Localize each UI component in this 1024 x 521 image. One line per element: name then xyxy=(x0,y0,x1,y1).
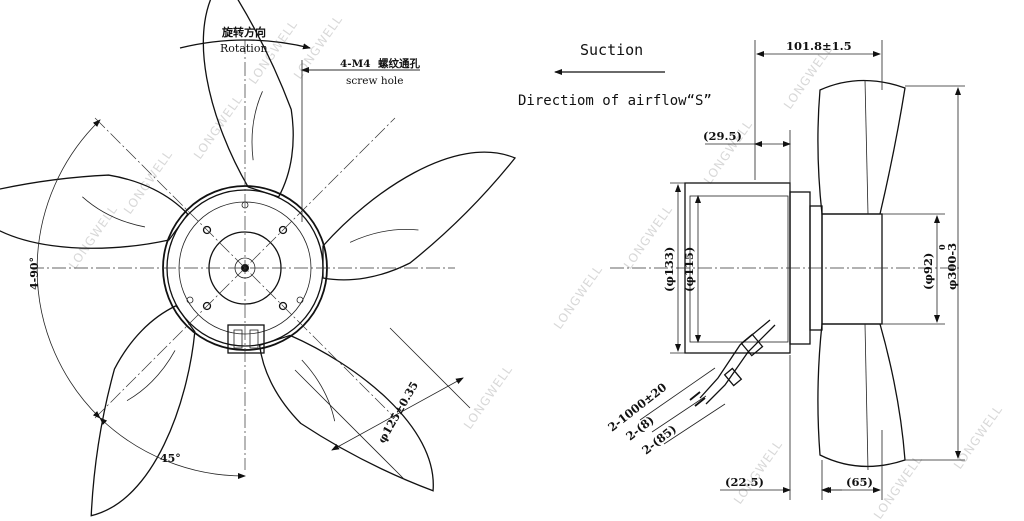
side-view: Suction Directiom of airflow“S” 101.8±1.… xyxy=(518,39,965,500)
suction-label: Suction xyxy=(580,41,643,59)
screw-hole-icon xyxy=(278,301,288,311)
rotation-en-label: Rotation xyxy=(220,42,268,55)
angle-4x90-label: 4-90° xyxy=(28,257,41,290)
cable xyxy=(699,319,771,399)
blade-bottom xyxy=(817,323,906,468)
dim-phi115-label: (φ115) xyxy=(682,247,696,292)
dim-phi133-label: (φ133) xyxy=(662,247,676,292)
watermark: LONGWELL xyxy=(121,147,175,216)
diameter-125-label: φ125±0.35 xyxy=(375,379,421,445)
watermark: LONGWELL xyxy=(551,262,605,331)
watermark: LONGWELL xyxy=(291,12,345,81)
screw-hole-icon xyxy=(202,225,212,235)
screw-hole-icon xyxy=(202,301,212,311)
dim-65-label: (65) xyxy=(846,475,873,489)
dim-29-5-label: (29.5) xyxy=(703,129,742,143)
watermark: LONGWELL xyxy=(66,202,120,271)
watermark-group: LONGWELL LONGWELL LONGWELL LONGWELL LONG… xyxy=(66,12,1005,521)
screw-cn-label: 螺纹通孔 xyxy=(378,57,420,70)
dim-101-8-label: 101.8±1.5 xyxy=(786,39,852,53)
watermark: LONGWELL xyxy=(731,437,785,506)
screw-hole-icon xyxy=(278,225,288,235)
rotor xyxy=(821,213,883,325)
dim-phi300-tolerance: 0 xyxy=(937,244,947,250)
dim-22-5-label: (22.5) xyxy=(725,475,764,489)
screw-en-label: screw hole xyxy=(346,75,403,87)
watermark: LONGWELL xyxy=(701,117,755,186)
blade-top xyxy=(817,79,906,215)
terminal-box xyxy=(227,324,265,354)
rotation-arrow-icon xyxy=(179,39,311,50)
dim-phi92-label: (φ92) xyxy=(921,253,935,290)
dim-phi300-label: φ300-3 xyxy=(945,243,959,290)
airflow-label: Directiom of airflow“S” xyxy=(518,93,712,109)
watermark: LONGWELL xyxy=(951,402,1005,471)
angle-45-label: 45° xyxy=(160,452,181,465)
rotation-cn-label: 旋转方向 xyxy=(221,25,266,39)
screw-spec-label: 4-M4 xyxy=(340,58,371,70)
watermark: LONGWELL xyxy=(461,362,515,431)
watermark: LONGWELL xyxy=(191,92,245,161)
